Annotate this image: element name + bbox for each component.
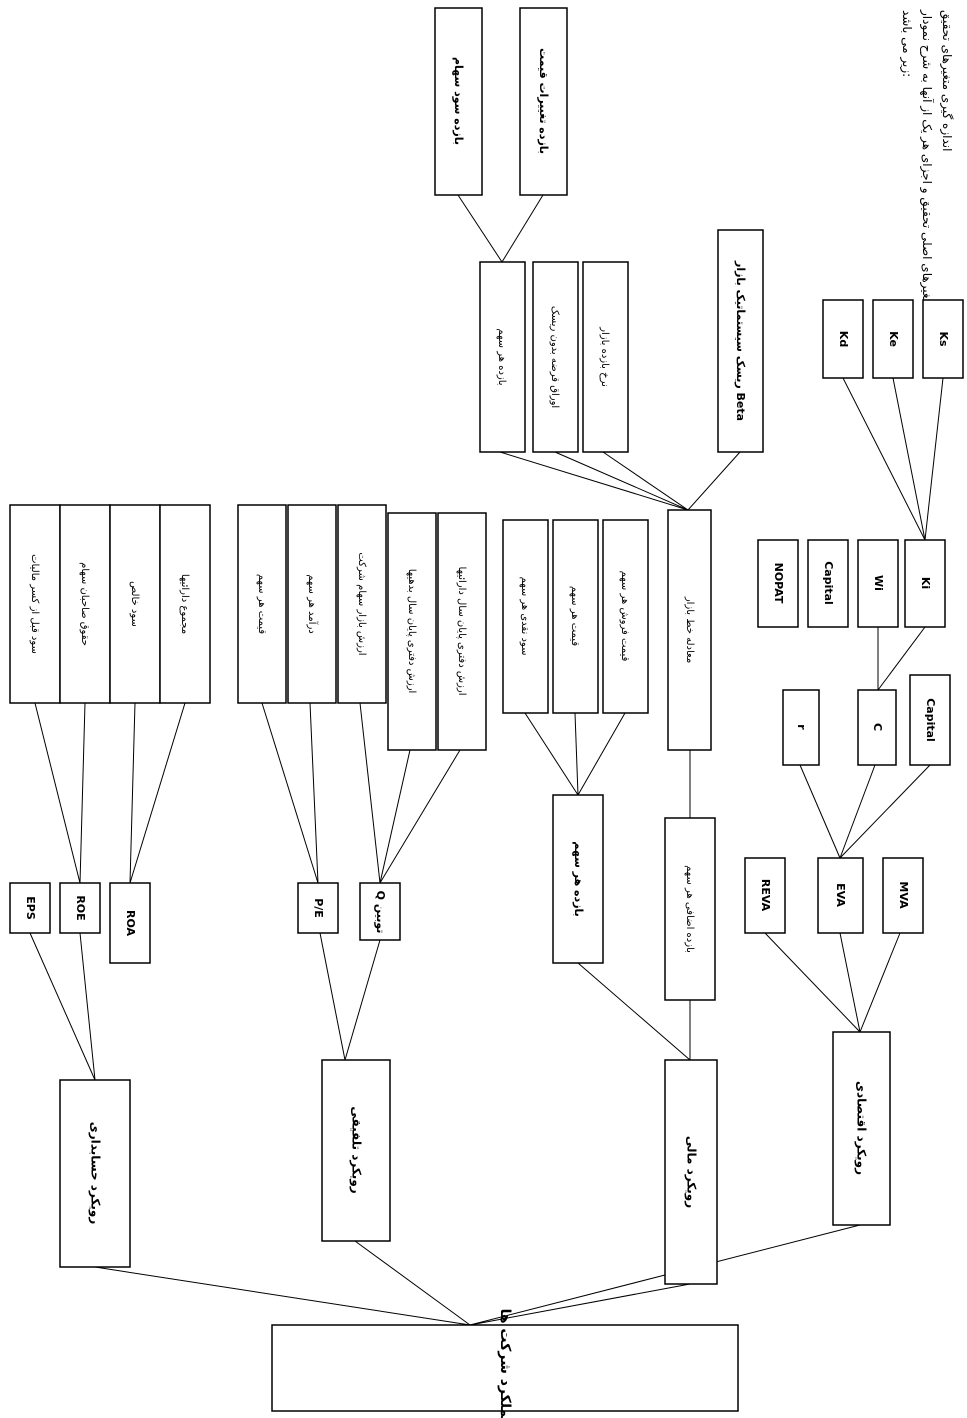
stock-return-label: بازده هر سهم (572, 841, 585, 917)
total-assets-label: مجموع دارائیها (179, 574, 190, 634)
financial-approach-label: رویکرد مالی (684, 1136, 699, 1208)
tobin-q-node: Q توبین (359, 882, 401, 941)
cash-dividend-node: سود نقدی هر سهم (502, 519, 549, 714)
eps-label: EPS (24, 896, 37, 920)
total-assets-node: مجموع دارائیها (159, 504, 211, 704)
kd-label: Kd (837, 331, 850, 347)
roa-label: ROA (124, 910, 137, 937)
roe-node: ROE (59, 882, 101, 934)
price-change-yield-node: بازده تغییرات قیمت (519, 7, 568, 196)
capital2-label: Capital (822, 561, 835, 605)
shareholders-equity-node: حقوق صاحبان سهام (59, 504, 111, 704)
root-node: عملکرد شرکت ها (271, 1309, 739, 1418)
return-per-share-node: بازده هر سهم (479, 261, 526, 453)
book-value-debt-node: ارزش دفتری پایان سال بدهیها (387, 512, 437, 751)
economic-approach-node: رویکرد اقتصادی (832, 1031, 891, 1226)
nopat-label: NOPAT (772, 563, 785, 604)
wi-label: Wi (872, 575, 885, 591)
economic-approach-label: رویکرد اقتصادی (854, 1081, 869, 1175)
sale-price-label: قیمت فروش هر سهم (619, 571, 630, 662)
price-change-yield-label: بازده تغییرات قیمت (537, 48, 550, 154)
ke-node: Ke (872, 299, 914, 379)
ke-label: Ke (887, 331, 900, 347)
book-value-assets-label: ارزش دفتری پایان سال دارائیها (456, 567, 467, 696)
net-income-before-tax-node: سود قبل از کسر مالیات (9, 504, 61, 704)
economic-branch: REVA EVA MVA r C Capital NOPAT Capital (744, 299, 964, 934)
tobin-q-label: Q توبین (374, 891, 387, 934)
wi-node: Wi (857, 539, 899, 628)
kd-node: Kd (822, 299, 864, 379)
r-node: r (782, 689, 820, 766)
net-income-node: سود خالص (109, 504, 161, 704)
price-per-share-label: قیمت هر سهم (256, 574, 267, 634)
mva-node: MVA (882, 857, 924, 934)
risk-free-label: اوراق قرضه بدون ریسک (549, 306, 560, 408)
capital-label: Capital (924, 698, 937, 742)
root-label: عملکرد شرکت ها (497, 1309, 513, 1418)
net-income-label: سود خالص (129, 581, 140, 627)
dividend-yield-node: بازده سود سهام (434, 7, 483, 196)
ks-label: Ks (937, 331, 950, 347)
market-value-equity-node: ارزش بازار سهام شرکت (337, 504, 387, 704)
beta-label: ریسک سیستماتیک بازار Beta (734, 260, 747, 421)
accounting-approach-node: رویکرد حسابداری (59, 1079, 131, 1268)
market-line-label: معادله خط بازار (684, 596, 695, 663)
accounting-approach-label: رویکرد حسابداری (88, 1122, 103, 1225)
return-per-share-label: بازده هر سهم (496, 328, 507, 385)
share-price-label: قیمت هر سهم (569, 586, 580, 646)
eva-node: EVA (817, 857, 864, 934)
accounting-branch: EPS ROE ROA سود قبل از کسر مالیات حقوق ص… (9, 504, 211, 964)
cash-dividend-label: سود نقدی هر سهم (519, 577, 530, 656)
roa-node: ROA (109, 882, 151, 964)
earnings-per-share-label: درآمد هر سهم (306, 574, 319, 633)
approach-nodes: رویکرد حسابداری رویکرد تلفیقی رویکرد مال… (59, 1031, 891, 1285)
earnings-per-share-node: درآمد هر سهم (287, 504, 337, 704)
mva-label: MVA (897, 881, 910, 909)
intro-text: اندازه گیری متغیرهای تحقیق متغیرهای اصلی… (899, 9, 954, 309)
excess-return-label: بازده اضافی هر سهم (684, 865, 695, 953)
c-node: C (857, 689, 897, 766)
shareholders-equity-label: حقوق صاحبان سهام (79, 562, 90, 646)
combined-approach-node: رویکرد تلفیقی (321, 1059, 391, 1242)
market-value-equity-label: ارزش بازار سهام شرکت (356, 552, 367, 655)
pe-label: P/E (312, 898, 325, 918)
capital2-node: Capital (807, 539, 849, 628)
dividend-yield-label: بازده سود سهام (452, 57, 465, 145)
intro-line-2: متغیرهای اصلی تحقیق و اجزای هر یک از آنه… (919, 9, 935, 309)
stock-return-node: بازده هر سهم (552, 794, 604, 964)
ki-node: Ki (904, 539, 946, 628)
financial-approach-node: رویکرد مالی (664, 1059, 718, 1285)
risk-free-node: اوراق قرضه بدون ریسک (532, 261, 579, 453)
intro-line-1: اندازه گیری متغیرهای تحقیق (939, 10, 954, 151)
market-rate-node: نرخ بازده بازار (582, 261, 629, 453)
excess-return-node: بازده اضافی هر سهم (664, 817, 716, 1001)
eva-label: EVA (834, 883, 847, 907)
sale-price-node: قیمت فروش هر سهم (602, 519, 649, 714)
book-value-debt-label: ارزش دفتری پایان سال بدهیها (406, 569, 417, 694)
eps-node: EPS (9, 882, 51, 934)
ks-node: Ks (922, 299, 964, 379)
net-income-before-tax-label: سود قبل از کسر مالیات (29, 554, 40, 654)
book-value-assets-node: ارزش دفتری پایان سال دارائیها (437, 512, 487, 751)
price-per-share-node: قیمت هر سهم (237, 504, 287, 704)
financial-branch: بازده هر سهم بازده اضافی هر سهم سود نقدی… (434, 7, 764, 1001)
market-rate-label: نرخ بازده بازار (599, 326, 610, 387)
nopat-node: NOPAT (757, 539, 799, 628)
intro-line-3: زیر می باشد: (899, 10, 914, 77)
market-line-node: معادله خط بازار (667, 509, 712, 751)
ki-label: Ki (919, 577, 932, 589)
connector-lines (29, 194, 944, 1326)
combined-branch: P/E Q توبین قیمت هر سهم درآمد هر سهم ارز… (237, 504, 487, 941)
pe-node: P/E (297, 882, 339, 934)
beta-node: ریسک سیستماتیک بازار Beta (717, 229, 764, 453)
reva-node: REVA (744, 857, 786, 934)
capital-node: Capital (909, 674, 951, 766)
share-price-node: قیمت هر سهم (552, 519, 599, 714)
reva-label: REVA (759, 879, 772, 912)
r-label: r (795, 724, 808, 730)
roe-label: ROE (74, 895, 87, 920)
combined-approach-label: رویکرد تلفیقی (349, 1106, 364, 1193)
c-label: C (871, 723, 884, 731)
